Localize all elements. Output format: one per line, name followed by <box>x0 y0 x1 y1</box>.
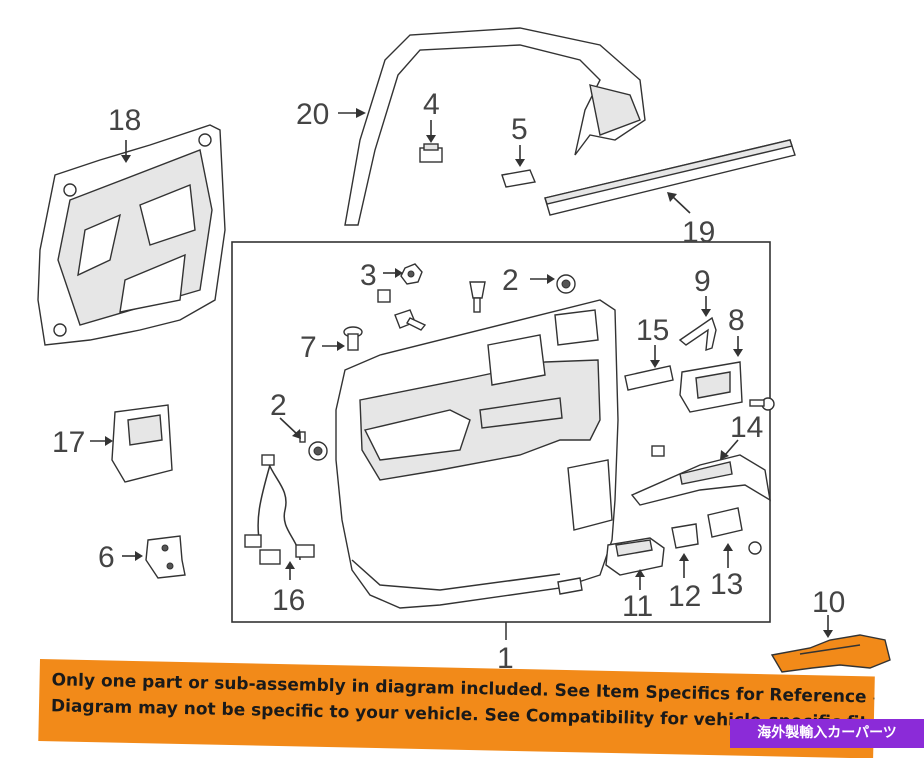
part-13-switch <box>707 507 762 555</box>
part-9-handle-rod <box>678 316 717 352</box>
import-parts-badge: 海外製輸入カーパーツ <box>730 719 924 748</box>
callout-1: 1 <box>497 642 514 675</box>
callout-2-top: 2 <box>502 264 519 297</box>
part-17-speaker-grille <box>111 404 173 483</box>
clip-bottom <box>557 577 583 595</box>
part-2-pushpin-left <box>299 431 328 461</box>
callout-2-left: 2 <box>270 389 287 422</box>
callout-3: 3 <box>360 259 377 292</box>
callout-13: 13 <box>710 568 743 601</box>
panel-bolts <box>394 281 486 331</box>
callout-5: 5 <box>511 113 528 146</box>
part-5-clip <box>501 169 536 188</box>
callout-8: 8 <box>728 304 745 337</box>
part-11-window-switch <box>605 537 665 576</box>
callout-11: 11 <box>622 590 653 623</box>
callout-15: 15 <box>636 314 669 347</box>
part-8-inside-handle <box>679 361 743 413</box>
callout-6: 6 <box>98 541 115 574</box>
part-3-nut <box>377 263 423 303</box>
bolt-near-8 <box>749 397 775 411</box>
callout-9: 9 <box>694 265 711 298</box>
door-panel-frame <box>231 241 771 623</box>
part-16-wiring-harness <box>244 454 315 565</box>
part-18-inner-panel <box>37 124 226 346</box>
door-trim-panel <box>335 299 619 609</box>
part-14-armrest-bezel <box>630 445 771 506</box>
callout-14: 14 <box>730 411 763 444</box>
part-7-retainer <box>343 326 363 351</box>
callout-20: 20 <box>296 98 329 131</box>
part-12-switch <box>671 523 699 549</box>
callout-7: 7 <box>300 331 317 364</box>
callout-19: 19 <box>682 216 715 249</box>
part-4-clip <box>419 143 443 163</box>
callout-4: 4 <box>423 88 440 121</box>
callout-16: 16 <box>272 584 305 617</box>
part-20-window-frame <box>344 27 646 226</box>
part-2-pushpin-top <box>556 274 576 294</box>
callout-10: 10 <box>812 586 845 619</box>
part-15-switch <box>624 365 674 391</box>
callout-18: 18 <box>108 104 141 137</box>
part-19-weatherstrip <box>544 139 796 216</box>
part-10-trim-highlighted <box>770 634 891 673</box>
callout-17: 17 <box>52 426 85 459</box>
callout-12: 12 <box>668 580 701 613</box>
part-6-hinge <box>145 535 186 579</box>
